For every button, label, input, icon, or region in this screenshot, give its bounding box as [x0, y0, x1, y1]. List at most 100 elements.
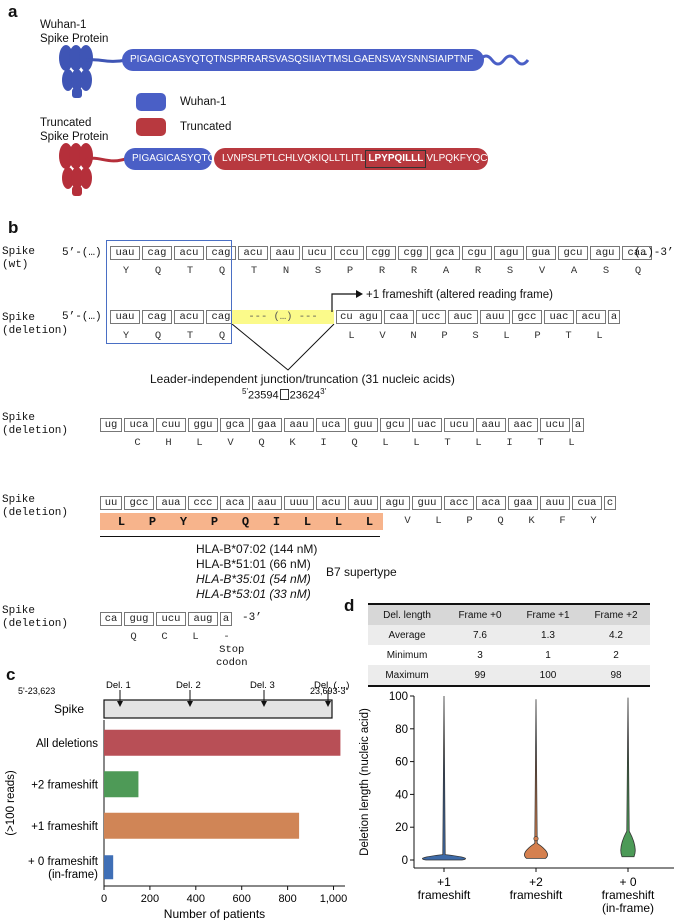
y-axis-title: Deletion length (nucleic acid): [359, 708, 371, 856]
x-tick-label: 200: [141, 893, 159, 905]
wuhan-title: Wuhan-1 Spike Protein: [40, 18, 108, 46]
panel-b-letter: b: [8, 218, 19, 237]
amino-acid: K: [528, 515, 535, 527]
codon: auu: [540, 496, 570, 510]
codon: uu: [100, 496, 122, 510]
table-cell: Maximum: [385, 669, 429, 681]
amino-acid: N: [410, 330, 417, 342]
amino-acid: T: [565, 330, 572, 342]
codon: gcu: [558, 246, 588, 260]
violin: [524, 699, 548, 859]
table-cell: 100: [539, 669, 557, 681]
codon: uca: [124, 418, 154, 432]
amino-acid: Q: [634, 265, 642, 277]
amino-acid: P: [534, 330, 541, 342]
row-del4-suffix: -3’: [242, 612, 262, 624]
codon: agu: [590, 246, 620, 260]
frameshift-label: +1 frameshift (altered reading frame): [366, 289, 553, 301]
amino-acid: V: [404, 515, 411, 527]
junction-lines: [231, 324, 335, 371]
codon: gaa: [252, 418, 282, 432]
codon: caa: [384, 310, 414, 324]
codon: cgu: [462, 246, 492, 260]
amino-acid: K: [289, 437, 296, 449]
amino-acid: Q: [497, 515, 504, 527]
codon: gaa: [508, 496, 538, 510]
amino-acid: I: [320, 437, 327, 449]
codon: acu: [174, 310, 204, 324]
amino-acid: Y: [122, 330, 130, 342]
bar: [104, 729, 341, 756]
codon: ccc: [188, 496, 218, 510]
codon: ucu: [302, 246, 332, 260]
amino-acid: P: [441, 330, 448, 342]
amino-acid: R: [378, 265, 386, 277]
panel-c-letter: c: [6, 665, 16, 684]
truncated-blue-segment: PIGAGICASYQTQ: [124, 148, 212, 170]
codon: aau: [270, 246, 300, 260]
amino-acid: Y: [179, 515, 188, 529]
codon: gca: [430, 246, 460, 260]
amino-acid: L: [596, 330, 603, 342]
legend-truncated: Truncated: [136, 118, 231, 136]
amino-acid: V: [379, 330, 386, 342]
row-del4-label: Spike (deletion): [2, 605, 68, 631]
table-header-cell: Frame +1: [514, 605, 582, 625]
amino-acid: Q: [258, 437, 265, 449]
truncated-red-box: LPYPQILLL: [365, 150, 427, 168]
wuhan-spike-icon: [59, 45, 127, 98]
codon: uac: [544, 310, 574, 324]
amino-acid: L: [382, 437, 389, 449]
amino-acid: L: [192, 631, 199, 643]
amino-acid: T: [537, 437, 544, 449]
codon: uac: [412, 418, 442, 432]
table-cell: 1: [545, 649, 551, 661]
wuhan-title-line1: Wuhan-1: [40, 19, 87, 31]
codon: c: [604, 496, 616, 510]
deletion-mark-arrowhead: [117, 701, 123, 707]
stop-label-line1: Stop: [219, 644, 245, 656]
junction-sup-left: 5': [242, 387, 248, 396]
table-cell: 1.3: [541, 629, 555, 641]
amino-acid: Q: [154, 265, 162, 277]
y-tick-label: 20: [395, 822, 408, 834]
amino-acid: Y: [122, 265, 130, 277]
codon: ggu: [188, 418, 218, 432]
truncated-red-post: VLPQKFYQCL: [426, 153, 488, 164]
table-header-cell: Del. length: [368, 605, 446, 625]
category-label: +1: [437, 875, 451, 889]
codon: acu: [238, 246, 268, 260]
codon: cag: [142, 310, 172, 324]
x-axis-title: Number of patients: [164, 907, 265, 920]
legend-wuhan: Wuhan-1: [136, 93, 226, 111]
category-label: (in-frame): [48, 869, 98, 881]
codon: aua: [156, 496, 186, 510]
table-cell: 2: [613, 649, 619, 661]
codon: gca: [220, 418, 250, 432]
category-label: frameshift: [418, 888, 471, 902]
deletion-mark-label: Del. 2: [176, 680, 201, 691]
row-wt-label-line2: (wt): [2, 259, 29, 271]
codon: gua: [526, 246, 556, 260]
codon: uau: [110, 310, 140, 324]
amino-acid: I: [272, 515, 281, 529]
hla-allele: HLA-B*07:02 (144 nM): [196, 542, 318, 556]
codon: ca: [100, 612, 122, 626]
table-header-cell: Frame +2: [582, 605, 650, 625]
violin: [422, 695, 466, 861]
hla-allele: HLA-B*35:01 (54 nM): [196, 572, 311, 586]
violin: [620, 697, 636, 858]
category-label: + 0 frameshift: [28, 856, 99, 868]
y-axis-title: (>100 reads): [5, 770, 17, 836]
codon: aau: [252, 496, 282, 510]
amino-acid: S: [602, 265, 610, 277]
